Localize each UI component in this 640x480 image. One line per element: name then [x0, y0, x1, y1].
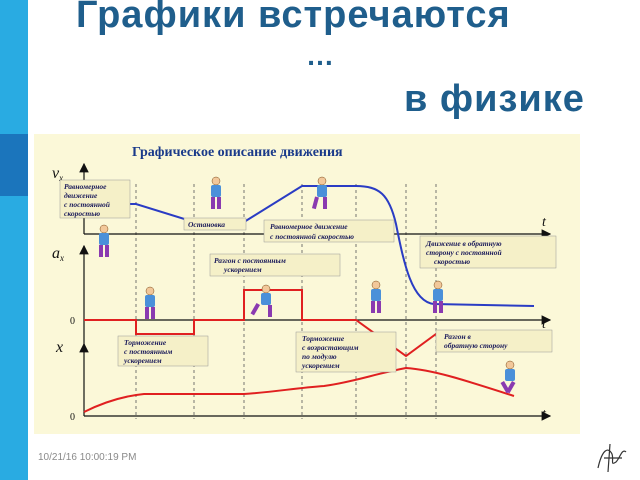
person-figure-7	[433, 280, 443, 313]
position-t-label: t	[542, 407, 547, 422]
svg-text:Остановка: Остановка	[188, 220, 225, 229]
svg-text:Равномерное движение: Равномерное движение	[270, 222, 348, 231]
label-reverse-acceleration: Разгон в обратную сторону	[435, 329, 553, 353]
left-accent-bar-bottom	[0, 196, 28, 480]
svg-text:по модулю: по модулю	[302, 352, 337, 361]
acceleration-zero-label: 0	[70, 316, 75, 327]
position-axis-label: x	[55, 339, 63, 356]
label-uniform-motion: Равномерное движение с постоянной скорос…	[59, 179, 131, 219]
svg-text:Равномерное: Равномерное	[64, 182, 107, 191]
person-figure-3	[311, 176, 327, 210]
svg-text:с возрастающим: с возрастающим	[302, 343, 358, 352]
figure-heading: Графическое описание движения	[132, 145, 343, 160]
signature-logo-icon	[597, 443, 627, 473]
velocity-t-label: t	[542, 215, 547, 230]
label-braking-increasing: Торможение с возрастающим по модулю уско…	[295, 331, 397, 373]
person-figure-2	[211, 176, 221, 209]
left-accent-bar-middle	[0, 134, 28, 196]
acceleration-curve	[84, 289, 534, 358]
label-braking: Торможение с постоянным ускорением	[117, 335, 209, 367]
label-uniform-motion-2: Равномерное движение с постоянной скорос…	[263, 219, 395, 243]
slide-title-line3: в физике	[404, 78, 585, 120]
label-acceleration: Разгон с постоянным ускорением	[209, 253, 341, 277]
velocity-curve	[84, 185, 535, 307]
acceleration-t-label: t	[542, 317, 547, 332]
slide-title-line1: Графики встречаются	[76, 0, 511, 36]
svg-text:обратную сторону: обратную сторону	[444, 341, 508, 350]
svg-text:ускорением: ускорением	[223, 265, 262, 274]
svg-text:сторону с постоянной: сторону с постоянной	[426, 248, 502, 257]
acceleration-axis-label: ax	[52, 245, 64, 263]
position-zero-label: 0	[70, 412, 75, 423]
motion-graphs-svg: Графическое описание движения vx t ax 0 …	[52, 145, 557, 423]
person-figure-6	[371, 280, 381, 313]
svg-text:ускорением: ускорением	[301, 361, 340, 370]
svg-text:Торможение: Торможение	[302, 334, 345, 343]
person-figure-4	[145, 286, 155, 319]
svg-text:скоростью: скоростью	[64, 209, 101, 218]
label-reverse-motion: Движение в обратную сторону с постоянной…	[419, 235, 557, 269]
svg-text:Движение в обратную: Движение в обратную	[425, 239, 502, 248]
svg-text:движение: движение	[64, 191, 98, 200]
slide-timestamp: 10/21/16 10:00:19 PM	[38, 452, 137, 463]
person-figure-5	[250, 284, 272, 317]
svg-text:с постоянным: с постоянным	[124, 347, 172, 356]
svg-text:Разгон с постоянным: Разгон с постоянным	[214, 256, 286, 265]
left-accent-bar-top	[0, 0, 28, 134]
svg-text:Разгон в: Разгон в	[444, 332, 472, 341]
position-axes	[79, 342, 552, 421]
slide-title-line2: …	[306, 40, 335, 71]
time-separators	[135, 184, 437, 419]
velocity-axis-label: vx	[52, 165, 63, 183]
motion-graphs-figure: Графическое описание движения vx t ax 0 …	[34, 134, 580, 434]
svg-text:Торможение: Торможение	[124, 338, 167, 347]
svg-text:с постоянной: с постоянной	[64, 200, 110, 209]
svg-text:с постоянной скоростью: с постоянной скоростью	[270, 232, 355, 241]
person-figure-8	[500, 360, 516, 394]
svg-text:ускорением: ускорением	[123, 356, 162, 365]
position-curve	[83, 366, 515, 413]
label-stop: Остановка	[183, 217, 247, 231]
person-figure-1	[99, 224, 109, 257]
svg-text:скоростью: скоростью	[434, 257, 471, 266]
